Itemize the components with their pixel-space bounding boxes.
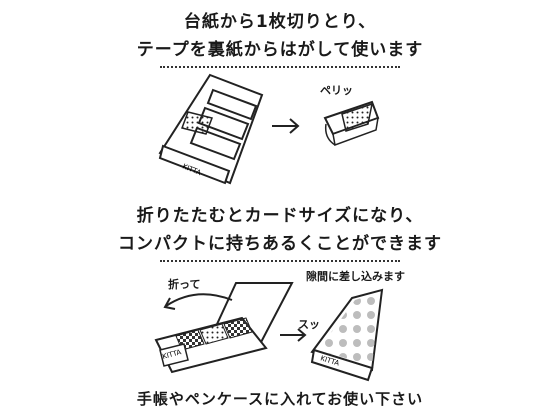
arrow-right-icon bbox=[272, 118, 300, 134]
peeling-tape-illustration bbox=[323, 100, 380, 147]
fold-label: 折って bbox=[168, 278, 201, 291]
peel-sound-label: ペリッ bbox=[320, 84, 353, 97]
folded-card-illustration bbox=[310, 288, 384, 382]
instruction-heading-2a: 折りたたむとカードサイズになり、 bbox=[136, 206, 424, 226]
instruction-heading-2b: コンパクトに持ちあるくことができます bbox=[118, 234, 442, 254]
dotted-divider-1 bbox=[160, 66, 400, 68]
instruction-heading-1b: テープを裏紙からはがして使います bbox=[136, 40, 424, 60]
tape-sheet-illustration bbox=[158, 73, 264, 185]
usage-footer: 手帳やペンケースに入れてお使い下さい bbox=[136, 390, 424, 408]
insert-label: 隙間に差し込みます bbox=[306, 270, 405, 283]
slide-arrow-icon bbox=[280, 328, 307, 342]
instruction-heading-1a: 台紙から1枚切りとり、 bbox=[183, 12, 377, 32]
slide-sound-label: スッ bbox=[298, 318, 320, 331]
folding-sheet-illustration bbox=[154, 282, 294, 374]
dotted-divider-2 bbox=[160, 260, 400, 262]
